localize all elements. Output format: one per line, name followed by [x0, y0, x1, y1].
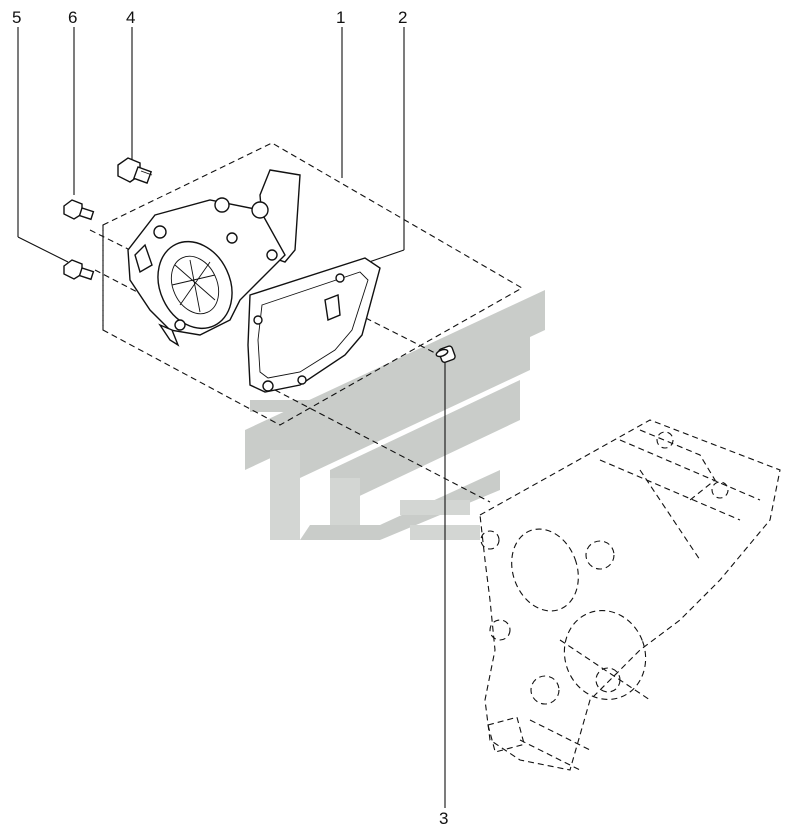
callout-6: 6	[68, 8, 77, 27]
callout-1: 1	[336, 8, 345, 27]
bolt-part-5	[63, 259, 95, 281]
engine-block-outline	[479, 419, 781, 771]
gasket-part-2	[247, 257, 381, 393]
dowel-pin-part-3	[435, 345, 456, 364]
water-pump-part-1	[127, 169, 301, 347]
bolt-part-4	[117, 157, 153, 184]
callout-5: 5	[12, 8, 21, 27]
callout-3: 3	[439, 809, 448, 828]
callout-2: 2	[398, 8, 407, 27]
callout-labels: 1 2 3 4 5 6	[12, 8, 448, 828]
bolt-part-6	[63, 199, 95, 221]
leader-lines	[17, 27, 446, 808]
callout-4: 4	[126, 8, 135, 27]
